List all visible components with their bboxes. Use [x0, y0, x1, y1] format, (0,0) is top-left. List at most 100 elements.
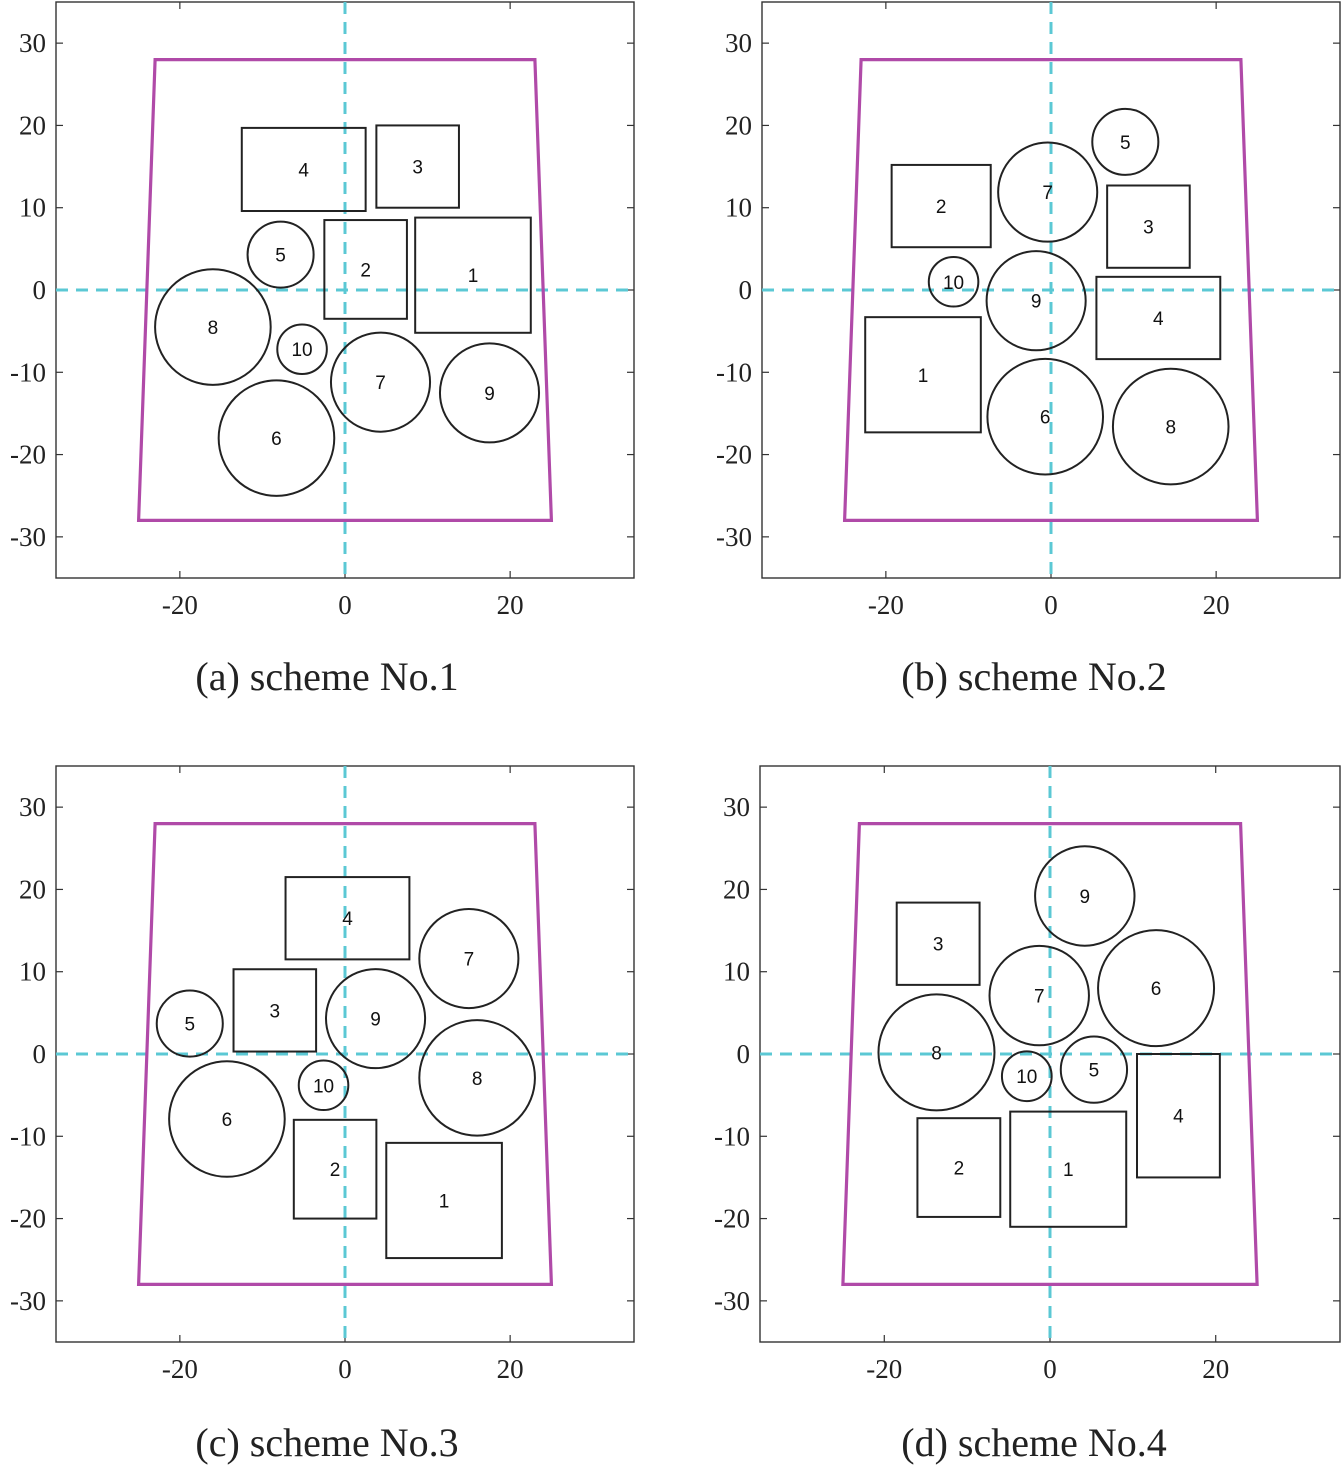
panel-caption: (c) scheme No.3 [195, 1420, 458, 1465]
component-label: 7 [375, 373, 386, 394]
x-tick-label: 0 [1044, 590, 1058, 620]
y-tick-label: 30 [19, 28, 46, 58]
x-tick-label: 20 [497, 590, 524, 620]
rect-component-4 [284, 876, 411, 961]
x-tick-label: 0 [1043, 1354, 1057, 1384]
component-label: 2 [936, 197, 947, 218]
component-label: 4 [298, 160, 309, 181]
component-label: 1 [439, 1191, 450, 1212]
component-label: 10 [943, 273, 964, 294]
y-tick-label: -30 [716, 522, 752, 552]
x-tick-label: -20 [162, 590, 198, 620]
component-label: 6 [222, 1110, 233, 1131]
circle-component-5 [155, 989, 224, 1058]
x-tick-label: 20 [1202, 1354, 1229, 1384]
container-boundary [136, 57, 554, 523]
y-tick-label: -10 [714, 1121, 750, 1151]
component-label: 4 [1173, 1107, 1184, 1128]
component-label: 9 [370, 1010, 381, 1031]
y-tick-label: 0 [33, 275, 47, 305]
y-tick-label: 20 [725, 110, 752, 140]
y-tick-label: -20 [714, 1204, 750, 1234]
y-tick-label: 10 [19, 193, 46, 223]
circle-component-5 [1091, 107, 1160, 176]
component-label: 1 [1063, 1160, 1074, 1181]
component-label: 1 [468, 266, 479, 287]
x-tick-label: -20 [162, 1354, 198, 1384]
component-label: 1 [918, 366, 929, 387]
panel-caption: (a) scheme No.1 [195, 654, 458, 699]
circle-component-9 [438, 342, 541, 444]
circle-component-5 [246, 220, 315, 289]
component-label: 10 [1016, 1067, 1037, 1088]
component-label: 3 [933, 935, 944, 956]
component-label: 6 [1040, 408, 1051, 429]
component-label: 8 [931, 1043, 942, 1064]
circle-component-10 [1000, 1050, 1053, 1103]
y-tick-label: 20 [19, 110, 46, 140]
component-label: 10 [291, 340, 312, 361]
component-label: 7 [1034, 987, 1045, 1008]
component-label: 6 [1151, 979, 1162, 1000]
rect-component-3 [895, 901, 981, 986]
component-label: 5 [1089, 1061, 1100, 1082]
circle-component-6 [168, 1060, 286, 1178]
y-tick-label: 30 [723, 792, 750, 822]
y-tick-label: 30 [19, 792, 46, 822]
y-tick-label: 0 [33, 1039, 47, 1069]
circle-component-10 [297, 1059, 350, 1112]
container-boundary [841, 821, 1259, 1287]
rect-component-4 [1095, 275, 1222, 361]
component-label: 7 [1042, 183, 1053, 204]
y-tick-label: 10 [725, 193, 752, 223]
x-tick-label: 0 [338, 1354, 352, 1384]
rect-component-3 [232, 968, 318, 1053]
circle-component-8 [154, 268, 272, 386]
component-label: 3 [412, 158, 423, 179]
component-label: 9 [484, 384, 495, 405]
circle-component-10 [927, 256, 980, 308]
component-label: 9 [1080, 887, 1091, 908]
y-tick-label: 10 [19, 957, 46, 987]
component-label: 7 [464, 950, 475, 971]
circle-component-7 [418, 908, 520, 1010]
y-tick-label: -30 [10, 1286, 46, 1316]
rect-component-1 [1009, 1110, 1128, 1228]
y-tick-label: -30 [10, 522, 46, 552]
component-label: 2 [360, 260, 371, 281]
rect-component-3 [1106, 184, 1191, 269]
y-tick-label: 20 [19, 874, 46, 904]
x-tick-label: 20 [497, 1354, 524, 1384]
y-tick-label: 0 [737, 1039, 751, 1069]
component-label: 10 [313, 1076, 334, 1097]
component-label: 6 [271, 429, 282, 450]
component-label: 8 [208, 318, 219, 339]
x-tick-label: 0 [338, 590, 352, 620]
circle-component-9 [985, 250, 1087, 352]
component-label: 2 [330, 1160, 341, 1181]
container-boundary [136, 821, 554, 1287]
rect-component-2 [323, 219, 408, 320]
y-tick-label: -20 [716, 440, 752, 470]
container-boundary [842, 57, 1260, 523]
y-tick-label: -30 [714, 1286, 750, 1316]
panel-caption: (b) scheme No.2 [901, 654, 1166, 699]
component-label: 8 [1165, 418, 1176, 439]
circle-component-8 [877, 993, 996, 1112]
rect-component-2 [916, 1117, 1002, 1218]
circle-component-8 [1111, 367, 1230, 486]
rect-component-1 [385, 1141, 503, 1260]
circle-component-5 [1059, 1035, 1129, 1104]
panel-caption: (d) scheme No.4 [901, 1420, 1166, 1465]
circle-component-7 [997, 141, 1099, 243]
y-tick-label: -10 [10, 1121, 46, 1151]
rect-component-4 [240, 126, 367, 213]
rect-component-4 [1136, 1053, 1221, 1179]
component-label: 2 [954, 1159, 965, 1180]
circle-component-7 [329, 331, 432, 433]
circle-component-8 [418, 1019, 536, 1137]
